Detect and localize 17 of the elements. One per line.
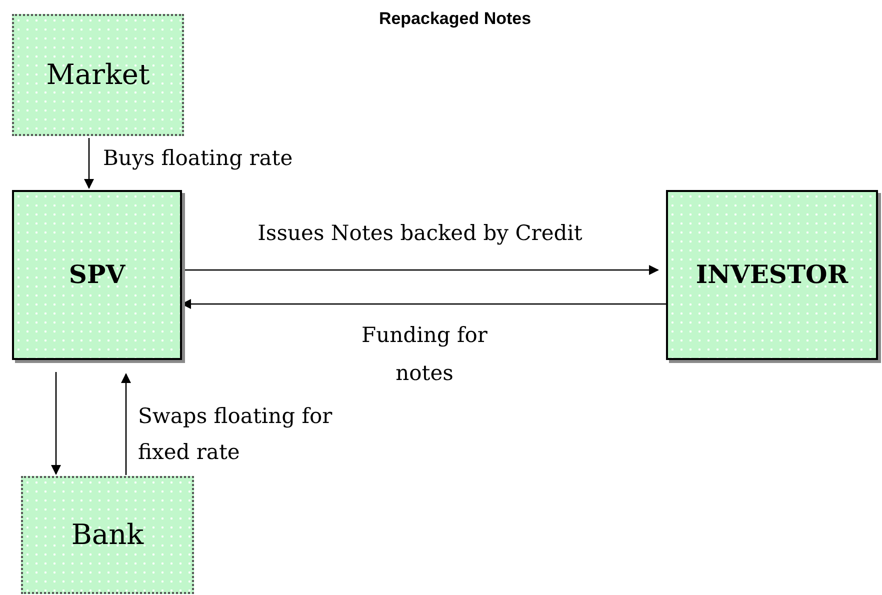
node-label: Bank xyxy=(71,517,144,553)
entity-box xyxy=(21,476,194,594)
arrow xyxy=(121,373,131,475)
edge-label: Issues Notes backed by Credit xyxy=(256,220,584,247)
node-label: Market xyxy=(46,57,150,93)
entity-box xyxy=(666,190,878,360)
entity-box xyxy=(12,190,182,360)
diagram-title: Repackaged Notes xyxy=(378,8,532,30)
edge-label: Funding for notes xyxy=(360,322,488,387)
node-label: INVESTOR xyxy=(696,259,848,292)
edge-label: Buys floating rate xyxy=(103,145,294,172)
arrow xyxy=(182,265,659,275)
arrow xyxy=(51,372,61,475)
node-label: SPV xyxy=(68,259,126,292)
arrow xyxy=(84,138,94,189)
edge-label: Swaps floating for fixed rate xyxy=(138,402,334,466)
entity-box xyxy=(12,14,184,136)
